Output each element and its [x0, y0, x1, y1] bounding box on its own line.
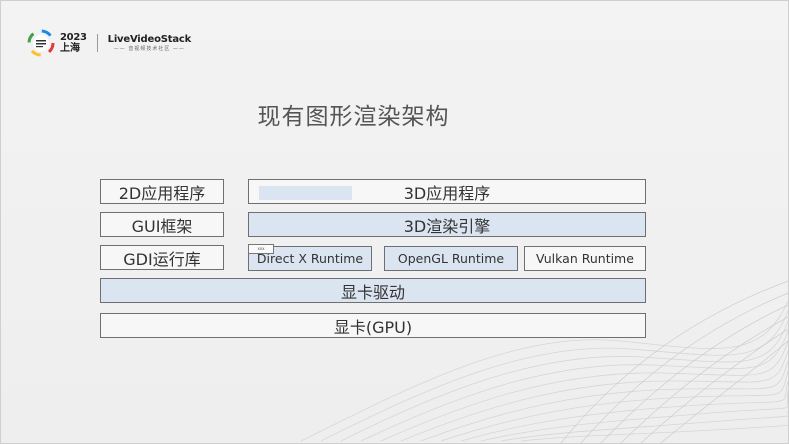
box-gpu: 显卡(GPU)	[100, 313, 646, 338]
logo-divider	[96, 34, 98, 52]
highlight-strip	[259, 186, 352, 200]
box-3d-render-engine-label: 3D渲染引擎	[403, 216, 491, 236]
brand-name: LiveVideoStack	[107, 33, 192, 45]
box-vulkan-runtime-label: Vulkan Runtime	[536, 251, 634, 266]
box-2d-app-label: 2D应用程序	[118, 183, 206, 203]
event-city: 上海	[60, 42, 80, 54]
conference-ring-icon	[27, 29, 55, 57]
event-year: 2023	[60, 31, 87, 43]
box-3d-render-engine: 3D渲染引擎	[248, 212, 646, 237]
box-directx-runtime: xxx Direct X Runtime	[248, 244, 372, 271]
box-gdi-runtime-label: GDI运行库	[123, 249, 201, 269]
box-2d-app: 2D应用程序	[100, 179, 224, 204]
brand-logo: LiveVideoStack —— 音视频技术社区 ——	[107, 33, 192, 52]
slide-title: 现有图形渲染架构	[257, 104, 450, 130]
box-gpu-driver: 显卡驱动	[100, 278, 646, 303]
runtime-tag: xxx	[248, 244, 274, 254]
box-3d-app: 3D应用程序	[248, 179, 646, 204]
box-3d-app-label: 3D应用程序	[403, 183, 491, 203]
brand-subtitle: —— 音视频技术社区 ——	[113, 45, 185, 52]
box-vulkan-runtime: Vulkan Runtime	[524, 246, 646, 271]
box-opengl-runtime: OpenGL Runtime	[384, 246, 518, 271]
box-gpu-driver-label: 显卡驱动	[340, 282, 405, 302]
box-directx-runtime-label: Direct X Runtime	[256, 251, 364, 266]
box-gui-framework: GUI框架	[100, 212, 224, 237]
event-year-city: 2023 上海	[60, 31, 87, 54]
event-logo: 2023 上海 LiveVideoStack —— 音视频技术社区 ——	[27, 27, 191, 59]
box-opengl-runtime-label: OpenGL Runtime	[397, 251, 505, 266]
box-gpu-label: 显卡(GPU)	[333, 317, 413, 337]
box-gui-framework-label: GUI框架	[131, 216, 193, 236]
box-gdi-runtime: GDI运行库	[100, 245, 224, 270]
